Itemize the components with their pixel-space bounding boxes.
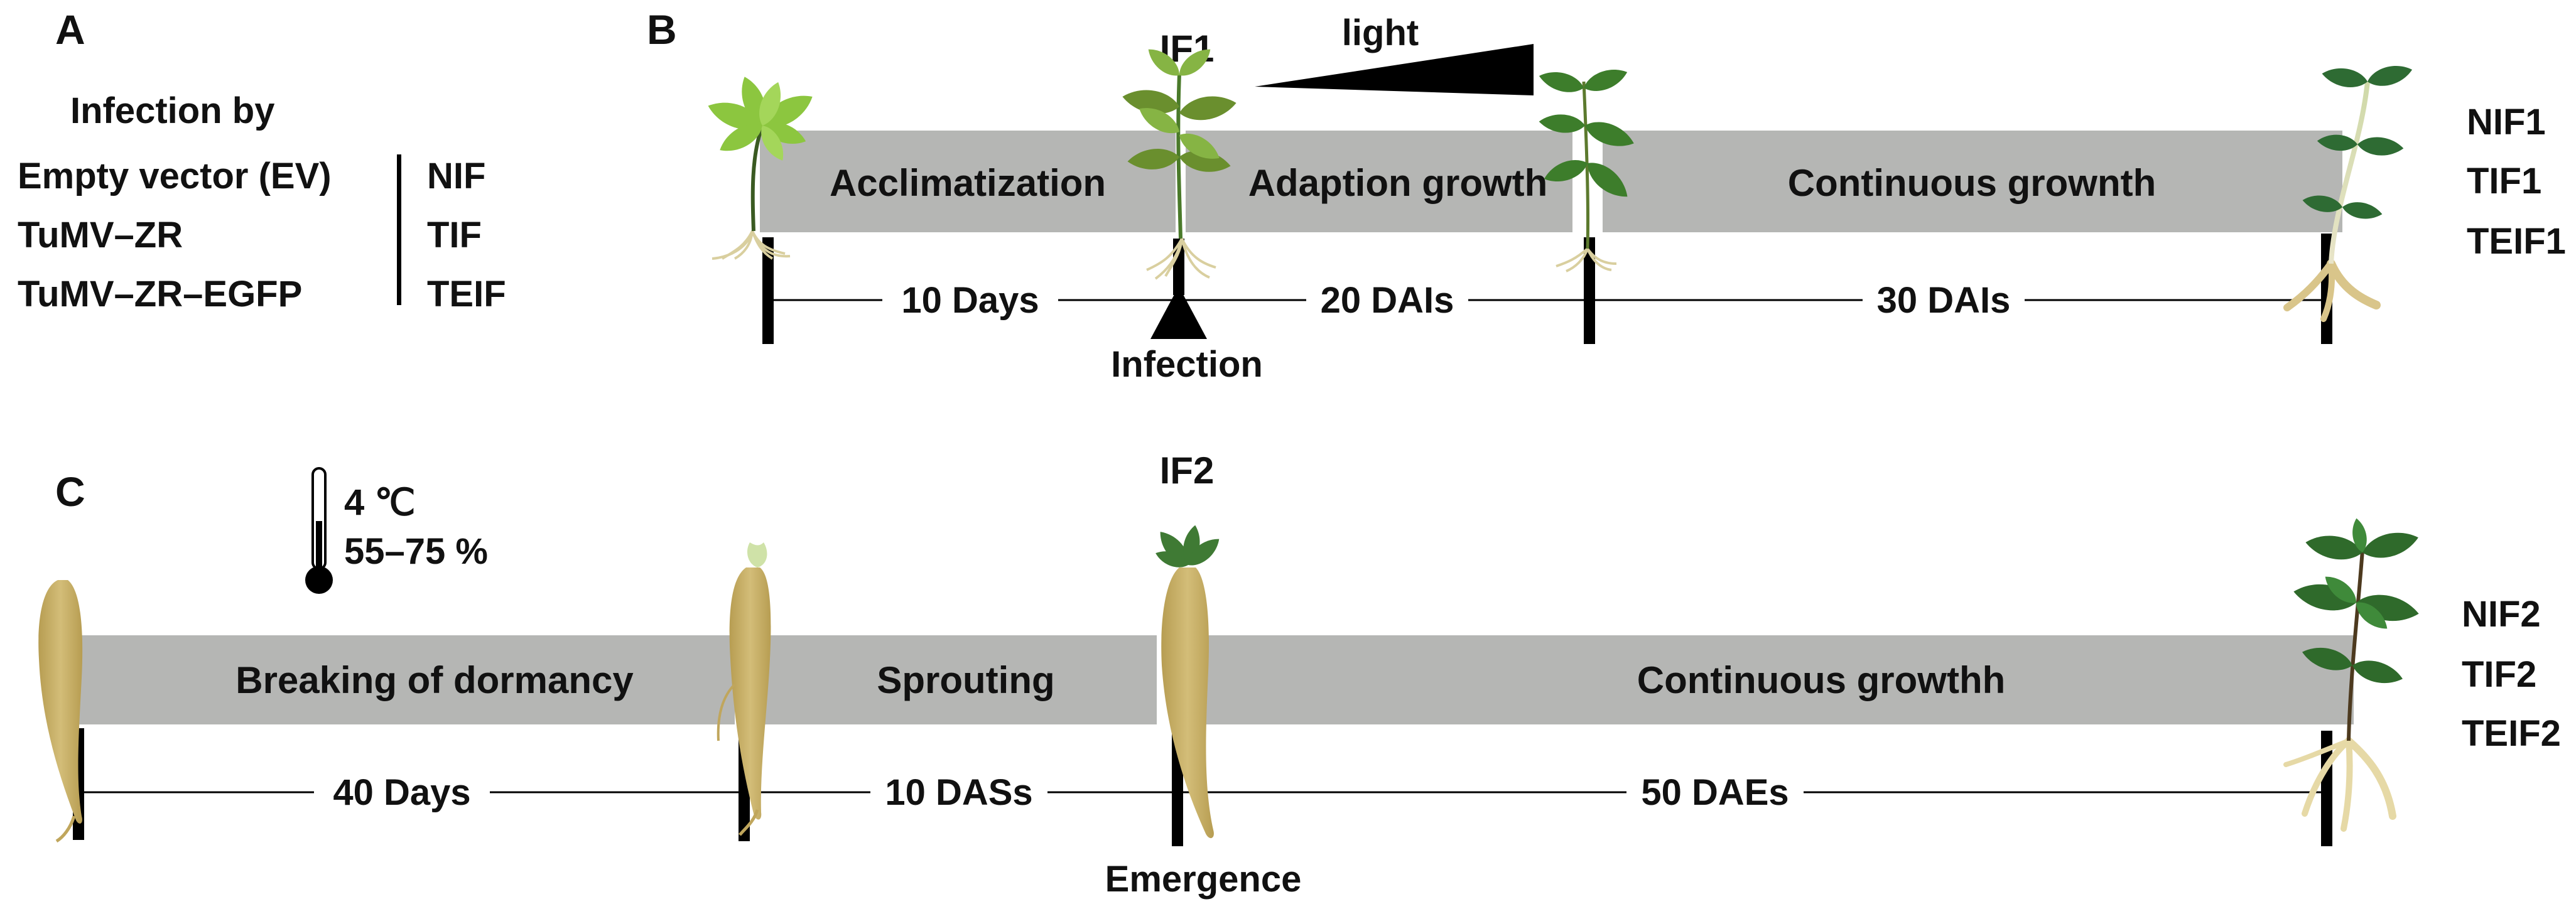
end-label-tif2: TIF2 [2462,654,2536,695]
light-label: light [1342,13,1419,53]
end-label-nif2: NIF2 [2462,594,2541,635]
duration-bg-30-dais [1863,276,2025,324]
condition-temperature: 4 ℃ [344,482,416,523]
phase-bar-sprouting [762,635,1157,724]
triangle-marker-icon [1150,286,1207,339]
phase-bar-acclimatization [760,131,1176,232]
duration-label-50-daes: 50 DAEs [1641,772,1789,813]
legend-treatment-tumv: TuMV–ZR [18,215,183,255]
seedling-icon-adapted [1537,63,1638,272]
mature-plant-icon-b [2283,61,2415,322]
ginseng-root-icon-sprouting [717,542,771,836]
seedling-icon-acclimatization [704,73,818,260]
legend-code-teif: TEIF [427,274,506,315]
end-label-nif1: NIF1 [2467,102,2546,143]
duration-label-30-dais: 30 DAIs [1877,280,2011,321]
panel-label-b: B [647,6,677,53]
panel-label-a: A [55,6,85,53]
phase-label-continuous-growth-c: Continuous growthh [1637,659,2006,701]
legend-code-tif: TIF [427,215,482,255]
condition-humidity: 55–75 % [344,531,488,572]
legend-treatment-tumv-egfp: TuMV–ZR–EGFP [18,274,302,315]
legend-treatment-ev: Empty vector (EV) [18,156,332,196]
legend-heading: Infection by [70,90,274,131]
duration-bg-10-days [882,276,1058,324]
ginseng-root-icon-dormant [38,580,83,843]
legend-divider [397,154,401,305]
ginseng-root-icon-emerged [1153,524,1225,839]
duration-label-10-days: 10 Days [901,280,1039,321]
phase-bar-continuous-growth-c [1193,635,2354,724]
panel-label-c: C [55,468,85,515]
phase-bar-continuous-growth-b [1603,131,2342,232]
phase-bar-adaption-growth [1186,131,1572,232]
duration-label-20-dais: 20 DAIs [1321,280,1454,321]
event-label-infection: Infection [1111,344,1263,385]
event-label-emergence: Emergence [1105,859,1302,900]
duration-bg-40-days [314,768,490,816]
phase-bar-breaking-dormancy [69,635,735,724]
thermometer-icon [305,467,333,594]
phase-label-breaking-dormancy: Breaking of dormancy [235,659,634,701]
timeline-post-b-mid2 [1584,237,1595,344]
mature-plant-icon-c [2283,517,2422,832]
end-label-teif1: TEIF1 [2467,221,2566,262]
end-label-teif2: TEIF2 [2462,713,2561,754]
phase-label-acclimatization: Acclimatization [830,162,1106,204]
stage-label-if2: IF2 [1160,449,1215,492]
duration-bg-10-dass [870,768,1047,816]
timeline-post-b-start [762,237,774,344]
duration-bg-20-dais [1306,276,1468,324]
light-gradient-icon [1255,44,1534,95]
phase-label-adaption-growth: Adaption growth [1248,162,1548,204]
legend-code-nif: NIF [427,156,485,196]
end-label-tif1: TIF1 [2467,161,2541,202]
duration-bg-50-daes [1626,768,1804,816]
phase-label-sprouting: Sprouting [877,659,1054,701]
seedling-icon-if1 [1120,43,1238,280]
duration-label-40-days: 40 Days [333,772,470,813]
phase-label-continuous-growth-b: Continuous grownth [1788,162,2157,204]
duration-label-10-dass: 10 DASs [885,772,1032,813]
